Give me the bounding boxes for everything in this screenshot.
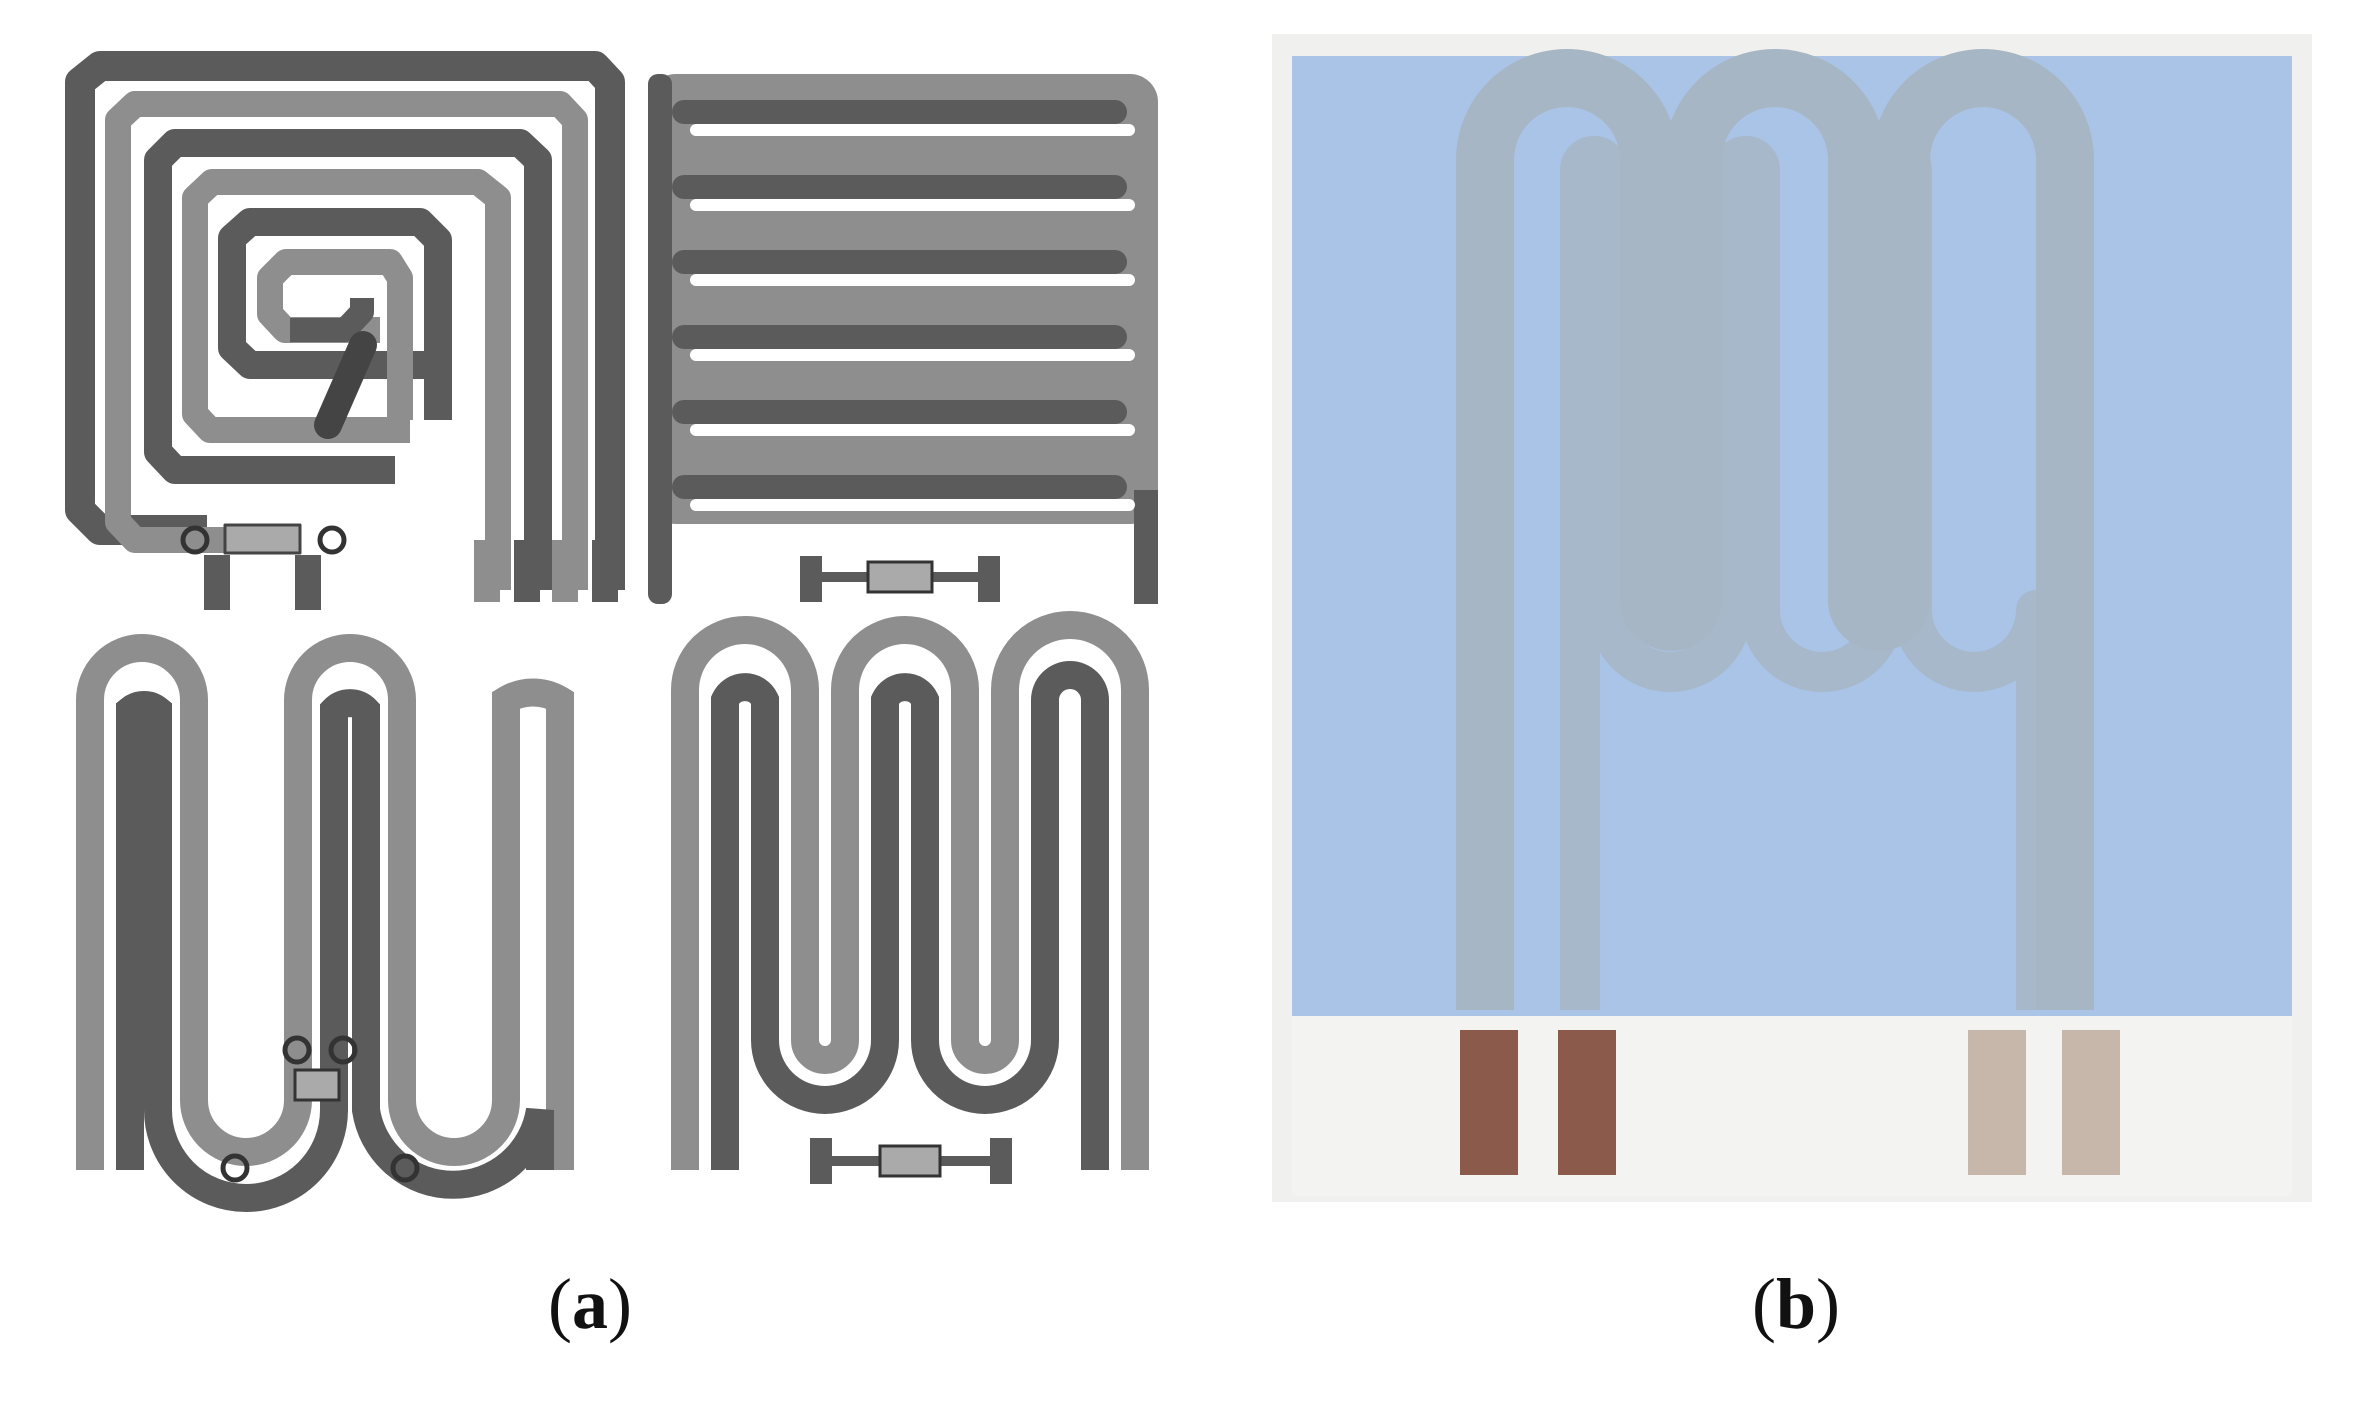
serpentine2-trace-light: [671, 611, 1149, 1170]
serpentine-heater-design-1: [76, 634, 574, 1212]
comb-spine: [648, 74, 672, 604]
comb-fingers: [672, 100, 1135, 511]
spiral-lead-4: [592, 540, 618, 602]
panel-b: [1272, 34, 2312, 1202]
serpentine1-via-3: [220, 1153, 250, 1183]
spiral-sensor-pad-left: [204, 555, 230, 610]
photo-heater-trace-inner: [1560, 136, 2056, 1010]
spiral-lead-3: [552, 540, 578, 602]
photo-pad-copper-2: [1558, 1030, 1616, 1175]
panel-b-caption: (b): [1752, 1264, 1841, 1344]
panel-a: [65, 51, 1158, 1212]
photo-pad-silver-1: [1968, 1030, 2026, 1175]
serpentine-heater-design-2: [671, 611, 1149, 1184]
spiral-trace-dark-4: [218, 208, 452, 420]
spiral-trace-dark-outer: [65, 51, 625, 590]
spiral-sensor-element: [223, 523, 302, 555]
photo-pad-copper-1: [1460, 1030, 1518, 1175]
serpentine1-via-2: [328, 1035, 358, 1065]
serpentine1-trace-light: [76, 634, 574, 1170]
spiral-lead-1: [474, 540, 500, 602]
comb-sensor: [800, 556, 1000, 602]
spiral-sensor-via-right: [317, 525, 347, 555]
comb-heater-design: [648, 74, 1158, 614]
comb-right-lead: [1134, 490, 1158, 604]
serpentine1-via-1: [282, 1035, 312, 1065]
spiral-center-link: [314, 331, 377, 439]
serpentine1-trace-dark: [116, 689, 554, 1212]
spiral-lead-2: [514, 540, 540, 602]
photo-heater-trace: [1456, 49, 2094, 1010]
photo-substrate-blue: [1292, 56, 2292, 1016]
spiral-trace-dark-2: [144, 129, 552, 590]
spiral-sensor-via-left: [180, 525, 210, 555]
spiral-heater-design: [65, 51, 625, 610]
serpentine2-trace-dark: [711, 661, 1109, 1170]
photo-substrate-white-strip: [1292, 1016, 2292, 1196]
spiral-trace-light-3: [182, 169, 511, 590]
serpentine1-via-4: [390, 1153, 420, 1183]
serpentine2-sensor: [810, 1138, 1012, 1184]
serpentine1-sensor: [293, 1068, 341, 1102]
spiral-trace-light-inner: [257, 249, 413, 420]
panel-a-caption: (a): [548, 1264, 632, 1344]
photo-pad-silver-2: [2062, 1030, 2120, 1175]
spiral-sensor-pad-right: [295, 555, 321, 610]
comb-border: [648, 74, 1158, 524]
spiral-trace-light-1: [105, 91, 588, 590]
spiral-trace-dark-inner: [290, 298, 374, 342]
